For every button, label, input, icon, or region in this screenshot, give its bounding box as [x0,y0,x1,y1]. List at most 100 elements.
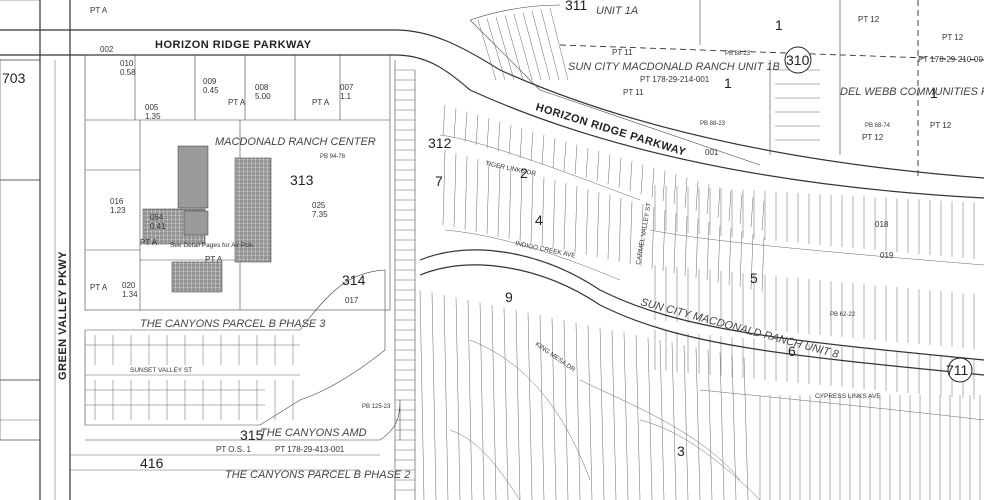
lot-line [464,155,468,230]
block-5: 5 [750,270,758,286]
lot-line [684,177,688,208]
label-parcel-002: 002 [100,45,114,54]
block-9: 9 [505,289,513,305]
label-parcel-017: 017 [345,296,359,305]
lot-line [599,327,605,500]
lot-line [611,329,617,500]
lot-line [683,344,689,500]
label-parcel-058: 0.58 [120,68,136,77]
lot-line [706,221,710,281]
subdivision-sun-city-1a: UNIT 1A [596,5,638,17]
label-parcel-041: 0.41 [150,222,166,231]
lot-line [585,188,589,255]
lot-line [739,230,743,288]
lot-line [453,152,457,228]
lot-line [513,13,533,81]
subdivision-del-webb: DEL WEBB COMMUNITIES PHASE 1 [840,86,984,98]
lot-line [540,9,560,81]
map-labels: HORIZON RIDGE PARKWAY HORIZON RIDGE PARK… [2,0,984,481]
lot-line [623,332,629,500]
lot-line [552,137,556,169]
block-4: 4 [535,212,543,228]
label-pta-6: PT A [90,6,108,15]
lot-line [486,118,490,149]
lot-line [442,149,446,226]
lot-line [596,191,600,258]
lot-line [731,354,737,500]
lot-line [585,147,589,178]
subdivision-canyons-b3: THE CANYONS PARCEL B PHASE 3 [140,318,326,330]
lot-line [491,304,497,500]
label-pt12-2: PT 12 [942,33,964,42]
label-parcel-007: 007 [340,83,354,92]
lot-line [467,299,473,500]
label-pta-5: PT A [90,283,108,292]
lot-line [695,218,699,278]
label-parcel-11: 1.1 [340,92,352,101]
label-pt-os1: PT O.S. 1 [216,445,252,454]
block-7: 7 [435,173,443,189]
lot-line [629,161,633,192]
lot-line [618,157,622,188]
lot-line [651,167,655,198]
lot-line [574,185,578,253]
lot-line [522,12,542,81]
label-parcel-005: 005 [145,103,159,112]
block-1c: 1 [930,85,938,101]
label-pta-3: PT A [140,238,158,247]
lot-line [419,289,425,500]
subdivision-sun-city-unit8: SUN CITY MACDONALD RANCH UNIT 8 [639,296,841,361]
lot-line [743,357,749,500]
lot-line [750,233,754,290]
label-pt11-2: PT 11 [623,88,644,97]
block-3: 3 [677,443,685,459]
label-parcel-001: 001 [705,148,719,157]
block-315: 315 [240,427,264,443]
lot-line [662,170,666,202]
lot-line [596,151,600,182]
lot-line [541,134,545,165]
lot-line [640,164,644,195]
lot-line [574,144,578,175]
lot-line [728,227,732,285]
lot-line [504,15,524,81]
road-label-king-mesa: KING MESA DR [534,341,577,374]
lot-line [563,141,567,172]
block-703: 703 [2,70,26,86]
lot-line [739,194,743,225]
lot-line [479,302,485,500]
lot-line [541,176,545,246]
block-6: 6 [788,343,796,359]
label-pt12-4: PT 12 [862,133,884,142]
label-parcel-045: 0.45 [203,86,219,95]
lot-line [443,294,449,500]
label-parcel-054: 054 [150,213,164,222]
lot-line [477,19,497,81]
lot-line [607,154,611,185]
block-314: 314 [342,272,366,288]
label-parcel-500: 5.00 [255,92,271,101]
lot-line [717,187,721,218]
lot-line [453,108,457,139]
lot-line [442,104,446,136]
lot-line [552,179,556,249]
lot-line [508,124,512,155]
lot-line [519,170,523,242]
lot-line [707,349,713,500]
lot-line [575,322,581,500]
block-313: 313 [290,172,314,188]
lot-line [539,314,545,500]
label-parcel-134: 1.34 [122,290,138,299]
road-label-cypress-links: CYPRESS LINKS AVE [815,393,881,400]
lot-line [475,158,479,232]
lot-line [761,200,765,231]
lot-line [563,182,567,251]
subdivision-canyons-amd: THE CANYONS AMD [260,427,367,439]
road-label-horizon-ridge-diag: HORIZON RIDGE PARKWAY [534,101,687,158]
lot-line [527,312,533,500]
lot-line [497,121,501,152]
lot-line [475,114,479,145]
block-310: 310 [786,52,810,68]
label-pt-178-210: PT 178-29-210-00 [918,55,983,64]
macdonald-ranch-center-parcels [84,54,391,311]
